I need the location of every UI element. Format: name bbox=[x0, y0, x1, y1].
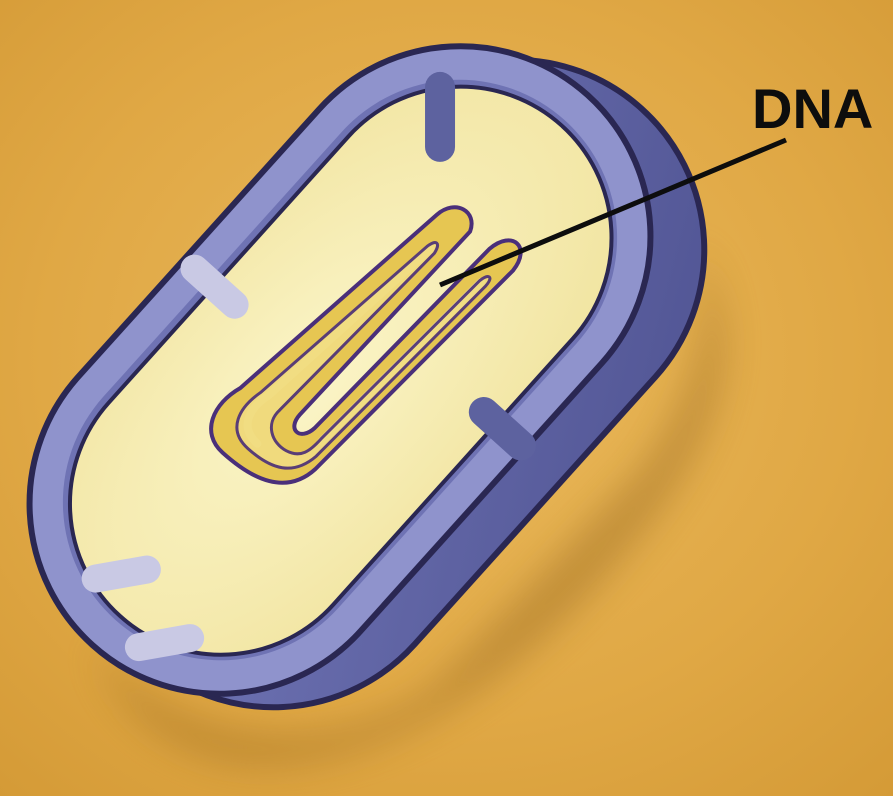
dna-label: DNA bbox=[752, 77, 873, 140]
